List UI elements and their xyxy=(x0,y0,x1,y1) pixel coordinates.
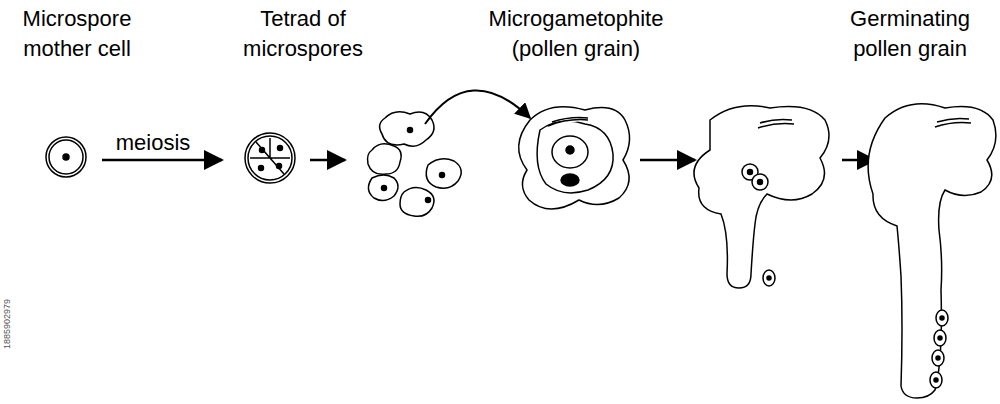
mother-cell xyxy=(46,137,86,177)
stage-heading: Tetrad of microspores xyxy=(233,4,373,64)
curved-arrow xyxy=(425,90,530,124)
tetrad xyxy=(245,133,295,183)
germinating-grain xyxy=(694,106,829,288)
microspores xyxy=(368,112,462,217)
stage-heading: Microgametophite (pollen grain) xyxy=(476,4,676,64)
arrow xyxy=(640,159,695,162)
stage-heading: Microspore mother cell xyxy=(2,4,152,64)
arrow xyxy=(310,159,345,162)
stock-id: 1885902979 xyxy=(1,269,13,379)
pollen-grain xyxy=(519,107,630,209)
meiosis-arrow xyxy=(102,159,222,162)
stage-heading: Germinating pollen grain xyxy=(835,4,985,64)
process-label: meiosis xyxy=(108,128,198,158)
pollen-tube xyxy=(868,104,996,398)
